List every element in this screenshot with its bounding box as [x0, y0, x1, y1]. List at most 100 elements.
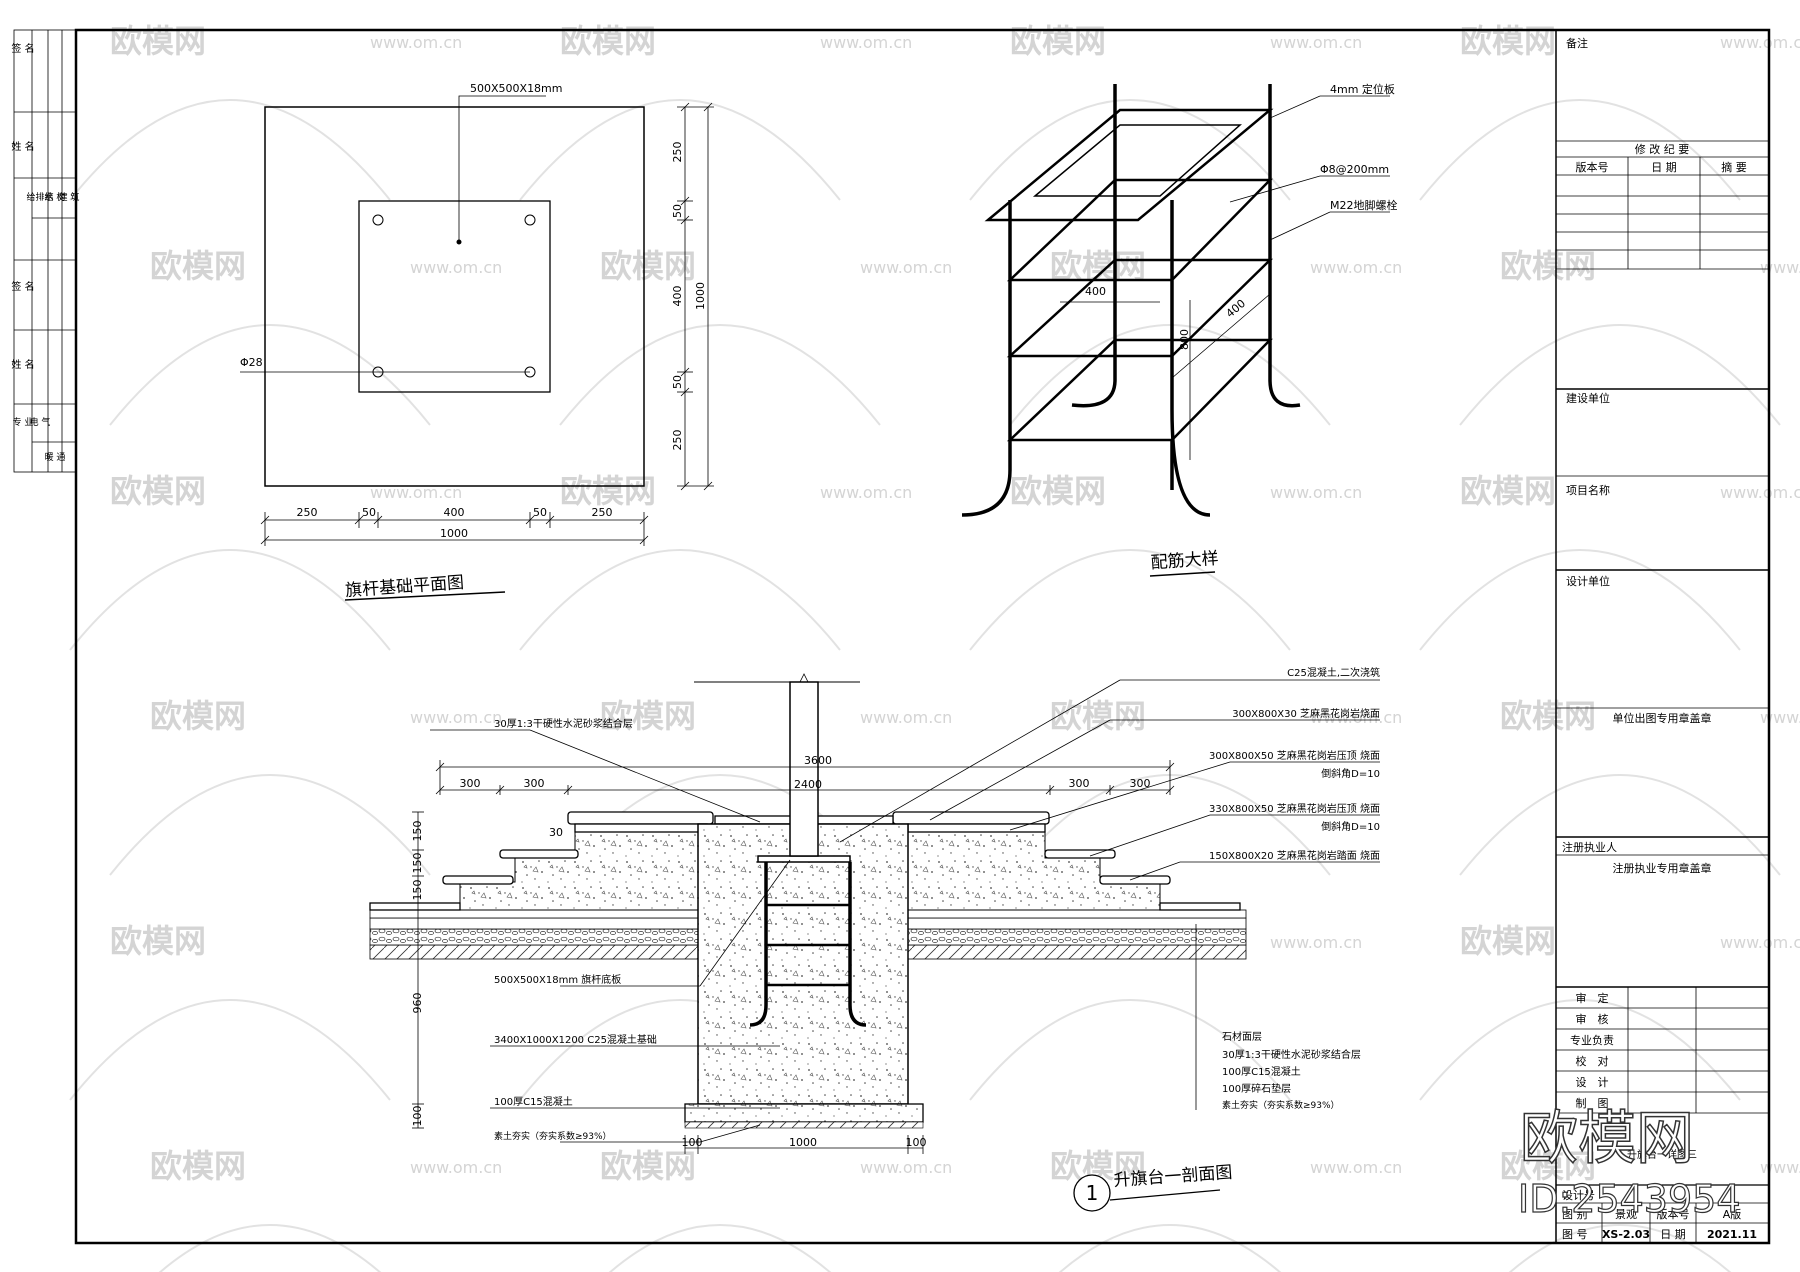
watermark-url: www.om.cn	[410, 1158, 502, 1177]
watermark-arc	[159, 1224, 381, 1272]
watermark-url: www.om.cn	[1720, 933, 1800, 952]
right-label-4: 330X800X50 芝麻黑花岗岩压顶 烧面	[1209, 802, 1380, 815]
watermark-url: www.om.cn	[1310, 258, 1402, 277]
watermark-url: www.om.cn	[370, 483, 462, 502]
watermark-arc	[1419, 549, 1741, 651]
bdim-2: 1000	[789, 1136, 817, 1149]
watermark-url: www.om.cn	[1310, 1158, 1402, 1177]
left-label-2: 500X500X18mm 旗杆底板	[494, 973, 621, 986]
watermark-url: www.om.cn	[1310, 708, 1402, 727]
rebar-dim-1: 400	[1085, 285, 1106, 298]
dim-right-1: 300	[1069, 777, 1090, 790]
dim-b-3: 400	[444, 506, 465, 519]
right-label-1: C25混凝土,二次浇筑	[1287, 666, 1380, 679]
dim-b-4: 50	[533, 506, 547, 519]
watermark-brand: 欧模网	[150, 247, 246, 285]
strip-col-2: 姓 名	[11, 140, 34, 153]
bolt-hole-2	[524, 214, 536, 226]
dim-total: 3600	[804, 754, 832, 767]
watermark-brand: 欧模网	[560, 22, 656, 60]
tb-role-5: 设 计	[1576, 1076, 1609, 1089]
section-view	[369, 673, 1380, 1212]
big-brand-text: 欧模网	[1520, 1104, 1694, 1172]
dim-left-1: 300	[460, 777, 481, 790]
watermark-arc	[519, 549, 841, 651]
layer-label-1: 石材面层	[1222, 1030, 1262, 1043]
watermark-arc	[1059, 1224, 1281, 1272]
plate-label: 500X500X18mm	[470, 82, 563, 95]
watermark-arc	[69, 999, 391, 1101]
watermark-brand: 欧模网	[600, 697, 696, 735]
watermark-arc	[519, 99, 841, 201]
tb-role-2: 审 核	[1576, 1012, 1609, 1026]
watermark-url: www.om.cn	[860, 1158, 952, 1177]
strip-row-1a: 专 业	[13, 416, 34, 428]
base-plate	[358, 200, 551, 393]
watermark-brand: 欧模网	[1050, 247, 1146, 285]
dim-r-2: 50	[671, 204, 684, 218]
tb-category-label: 图 别	[1562, 1208, 1588, 1221]
plan-view-text: 500X500X18mm Φ28 250 50 400 50 250 1000 …	[240, 82, 707, 601]
watermark-brand: 欧模网	[110, 472, 206, 510]
rebar-title: 配筋大样	[1150, 549, 1219, 574]
watermark-url: www.om.cn	[1270, 483, 1362, 502]
watermark-url: www.om.cn	[860, 708, 952, 727]
bdim-3: 100	[906, 1136, 927, 1149]
watermark-url: www.om.cn	[820, 483, 912, 502]
bolt-hole-1	[372, 214, 384, 226]
layer-label-2: 30厚1:3干硬性水泥砂浆结合层	[1222, 1048, 1361, 1061]
tb-rev-h3: 摘 要	[1721, 160, 1747, 174]
watermark-brand: 欧模网	[600, 247, 696, 285]
watermark-arc	[969, 549, 1291, 651]
watermark-arc	[1509, 1224, 1731, 1272]
bdim-1: 100	[682, 1136, 703, 1149]
rebar-dim-3: 800	[1178, 329, 1191, 350]
section-text: 3600 2400 300 300 300 300 30 150 150 150…	[411, 666, 1380, 1205]
watermark-url: www.om.cn	[820, 33, 912, 52]
tb-stamp-registered: 注册执业专用章盖章	[1613, 861, 1712, 875]
tb-rev-h1: 版本号	[1576, 160, 1609, 174]
rebar-label-stirrup: Φ8@200mm	[1320, 163, 1389, 176]
vdim-5: 100	[411, 1106, 424, 1127]
title-block	[1555, 30, 1769, 1243]
section-number: 1	[1086, 1181, 1099, 1205]
strip-row-3b: 给排水	[26, 191, 53, 203]
layer-label-4: 100厚碎石垫层	[1222, 1082, 1291, 1095]
tb-category-value: 景观	[1615, 1208, 1637, 1221]
tb-revision-title: 修 改 纪 要	[1635, 142, 1690, 156]
watermark-url: www.om.cn	[860, 258, 952, 277]
watermark-brand: 欧模网	[1460, 22, 1556, 60]
id-text: ID:2543954	[1518, 1177, 1741, 1221]
left-label-3: 3400X1000X1200 C25混凝土基础	[494, 1033, 657, 1046]
dim-r-5: 250	[671, 430, 684, 451]
dim-inner: 2400	[794, 778, 822, 791]
watermark-url: www.om.cn	[1720, 33, 1800, 52]
tb-design-unit: 设计单位	[1566, 574, 1610, 588]
watermark-layer: 欧模网 www.om.cn 欧模网 www.om.cn 欧模网 www.om.cn 欧模网 w…	[69, 22, 1800, 1272]
tb-project-name: 项目名称	[1566, 483, 1610, 497]
tb-role-3: 专业负责	[1570, 1033, 1614, 1047]
watermark-url: www.om.cn	[370, 33, 462, 52]
vdim-1: 150	[411, 821, 424, 842]
watermark-brand: 欧模网	[150, 697, 246, 735]
rebar-cage	[961, 84, 1301, 517]
watermark-arc	[609, 1224, 831, 1272]
watermark-arc	[969, 999, 1291, 1101]
drawing-frame	[74, 28, 1771, 1245]
watermark-arc	[69, 99, 391, 201]
watermark-url: www.om.cn	[1760, 1158, 1800, 1177]
vdim-4: 960	[411, 993, 424, 1014]
step-dim: 30	[549, 826, 563, 839]
tb-role-6: 制 图	[1576, 1097, 1609, 1110]
right-label-3: 300X800X50 芝麻黑花岗岩压顶 烧面	[1209, 749, 1380, 762]
dim-r-4: 50	[671, 375, 684, 389]
watermark-brand: 欧模网	[1500, 247, 1596, 285]
left-label-1: 30厚1:3干硬性水泥砂浆结合层	[494, 717, 633, 730]
watermark-brand: 欧模网	[1010, 22, 1106, 60]
watermark-url: www.om.cn	[1720, 483, 1800, 502]
watermark-brand: 欧模网	[1010, 472, 1106, 510]
watermark-arc	[69, 549, 391, 651]
title-block-text: 备注 修 改 纪 要 版本号 日 期 摘 要 建设单位 项目名称 设计单位 单位…	[1562, 36, 1757, 1241]
left-signature-strip	[13, 29, 77, 473]
